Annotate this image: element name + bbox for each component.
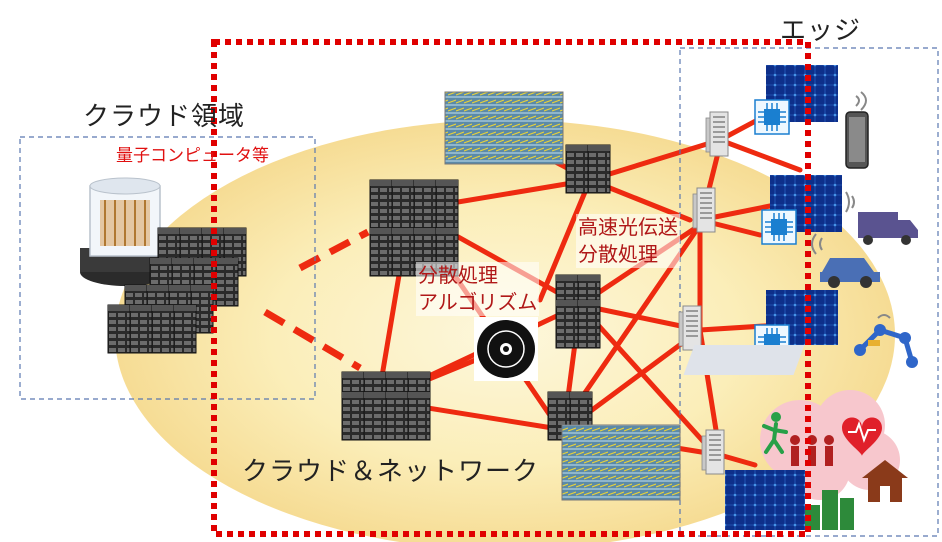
server-rack-icon — [555, 274, 601, 349]
smartphone-icon — [845, 91, 869, 169]
fiber-photo-bottom — [561, 424, 681, 501]
focus-border — [211, 39, 811, 537]
cloud-uplinks — [263, 228, 370, 372]
ai-screen — [725, 470, 805, 530]
robot-arm-icon — [683, 314, 918, 375]
cloud-region-box — [19, 136, 316, 400]
running-person-icon — [762, 412, 788, 454]
ai-chip-icon — [754, 99, 790, 135]
heart-icon — [842, 417, 882, 456]
cloud-network-label: クラウド＆ネットワーク — [242, 457, 540, 487]
ai-chip-icon — [761, 209, 797, 245]
cloud-region-label: クラウド領域 — [83, 102, 246, 132]
house-icon — [862, 460, 908, 502]
edge-server-icon — [692, 187, 716, 233]
quantum-computer-label: 量子コンピュータ等 — [116, 146, 269, 166]
hispeed-optical-label: 高速光伝送 分散処理 — [576, 214, 680, 268]
distributed-algorithm-label: 分散処理 アルゴリズム — [416, 262, 540, 316]
edge-server-icon — [705, 111, 729, 157]
quantum-computer-icon — [80, 177, 170, 286]
edge-label: エッジ — [780, 16, 862, 46]
server-rack-icon — [565, 144, 611, 194]
edge-server-icon — [701, 429, 725, 475]
optical-disc-icon — [474, 317, 538, 381]
edge-server-icon — [678, 305, 702, 351]
people-icon — [790, 435, 834, 466]
server-rack-icon — [341, 371, 431, 441]
fiber-photo-top — [444, 91, 564, 165]
truck-icon — [845, 191, 918, 245]
building-icon — [805, 490, 854, 530]
car-icon — [811, 233, 880, 288]
